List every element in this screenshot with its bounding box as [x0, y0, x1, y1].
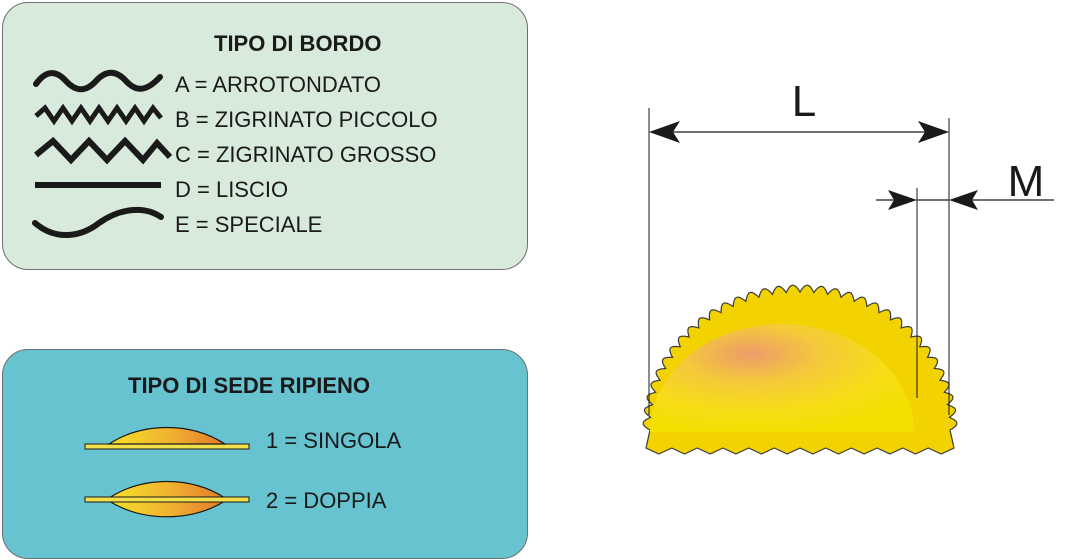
single-filling-icon [84, 426, 250, 450]
length-dimension [649, 121, 949, 143]
edge-item-label-e: E = SPECIALE [175, 212, 323, 237]
half-moon-pasta [642, 284, 958, 455]
straight-line-icon [35, 182, 161, 188]
filling-item-label-2: 2 = DOPPIA [266, 488, 387, 513]
edge-item-label-b: B = ZIGRINATO PICCOLO [175, 107, 438, 132]
edge-item-label-a: A = ARROTONDATO [175, 72, 382, 97]
edge-type-title: TIPO DI BORDO [214, 31, 382, 56]
length-label: L [792, 77, 816, 126]
large-zigzag-icon [34, 136, 173, 165]
filling-type-title: TIPO DI SEDE RIPIENO [128, 373, 371, 398]
edge-item-label-d: D = LISCIO [175, 177, 289, 202]
s-curve-icon [32, 206, 164, 239]
ravioli-dimension-diagram: L M [642, 77, 1054, 455]
small-zigzag-icon [34, 103, 163, 126]
double-filling-icon [84, 480, 250, 518]
filling-item-label-1: 1 = SINGOLA [266, 428, 402, 453]
rounded-wave-icon [33, 69, 163, 93]
edge-type-panel: TIPO DI BORDO A = ARROTONDATO B = ZIGRIN… [2, 2, 528, 270]
edge-item-label-c: C = ZIGRINATO GROSSO [175, 142, 437, 167]
filling-type-panel: TIPO DI SEDE RIPIENO 1 = SINGOLA 2 = DOP… [2, 349, 528, 559]
margin-dimension [876, 190, 1054, 210]
margin-label: M [1008, 157, 1045, 206]
